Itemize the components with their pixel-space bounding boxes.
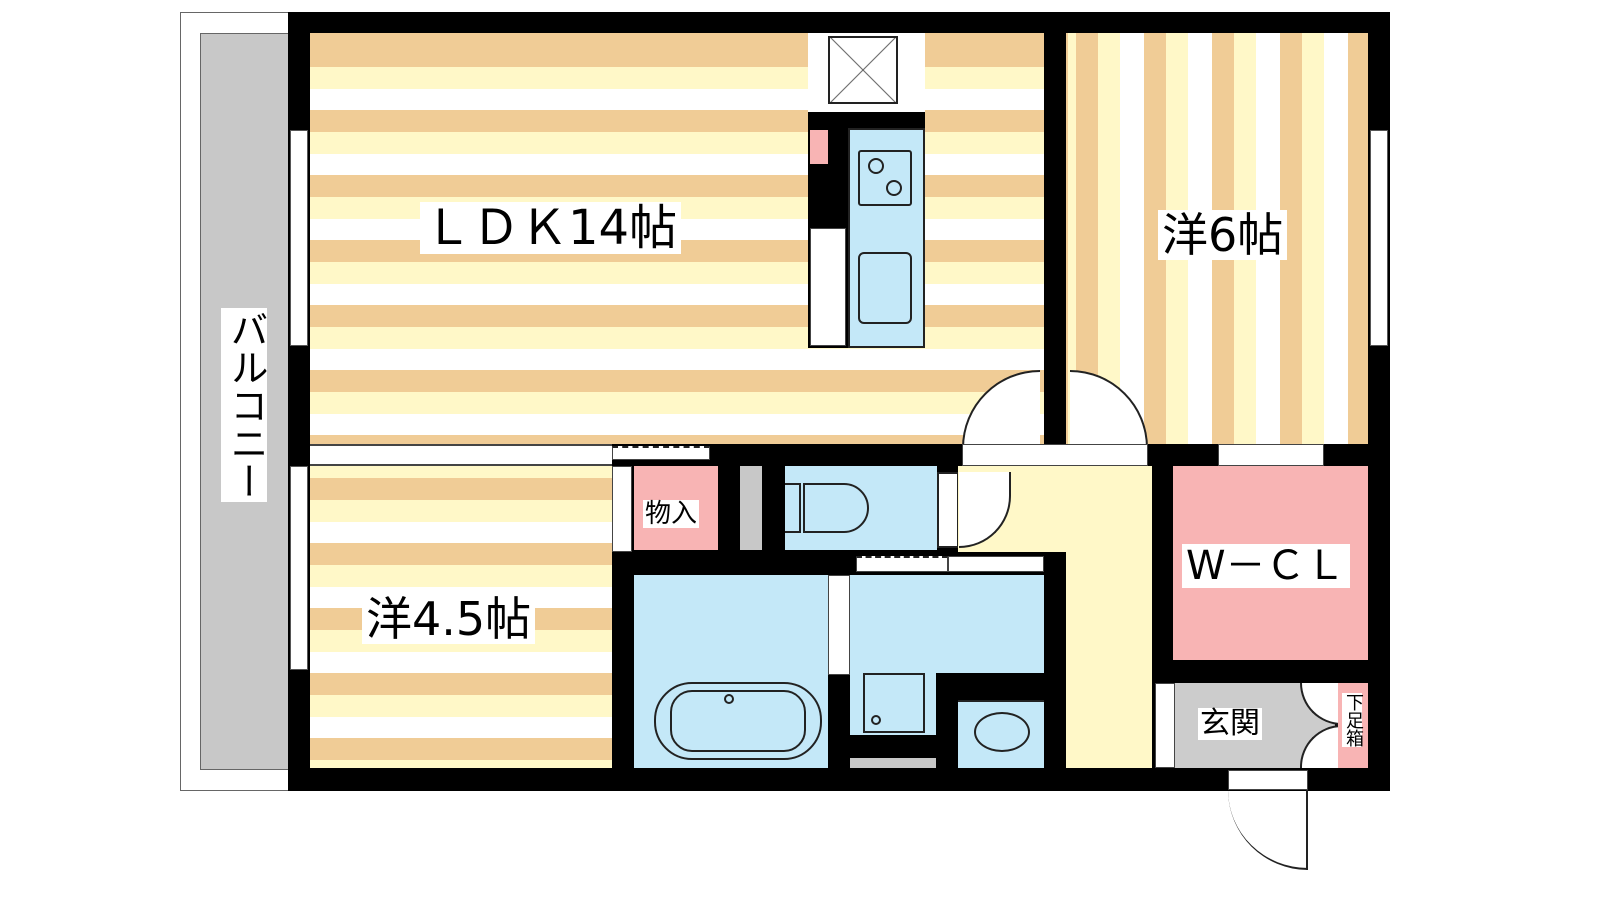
bathtub-inner <box>670 690 806 752</box>
entrance-step <box>1155 683 1175 768</box>
storage-label: 物入 <box>643 499 700 529</box>
storage-sliding-door <box>612 446 710 460</box>
front-door-frame <box>1228 770 1308 790</box>
burner-icon <box>886 180 902 196</box>
burner-icon <box>868 158 884 174</box>
front-door[interactable] <box>1228 790 1308 870</box>
hall-door-frames <box>962 444 1148 466</box>
pipe-space <box>740 466 762 550</box>
washer-pan-icon <box>863 673 925 733</box>
drain-icon <box>724 694 734 704</box>
toilet-door[interactable] <box>937 472 959 548</box>
kitchen-wall <box>808 112 925 128</box>
storage-door[interactable] <box>612 466 632 552</box>
entrance-label: 玄関 <box>1198 706 1262 741</box>
sink-icon <box>858 252 912 324</box>
bathroom-door[interactable] <box>828 575 850 675</box>
sliding-partition <box>310 444 612 466</box>
hallway <box>1066 552 1152 768</box>
washroom-sliding-door[interactable] <box>856 556 948 572</box>
ldk-label: ＬＤＫ14帖 <box>420 202 682 254</box>
toilet-tank-icon <box>785 483 801 533</box>
toilet-bowl-icon <box>803 483 869 533</box>
western45-window <box>290 466 308 670</box>
shoe-box-label: 下足箱 <box>1342 693 1364 747</box>
western6-label: 洋6帖 <box>1158 210 1288 260</box>
bathtub-icon <box>654 682 822 760</box>
wcl-label: W－ＣＬ <box>1182 544 1350 588</box>
western45-label: 洋4.5帖 <box>362 594 536 644</box>
washroom-door-frame <box>948 556 1044 572</box>
drain-icon <box>871 715 881 725</box>
balcony-label: バルコニー <box>221 308 268 502</box>
western6-window <box>1370 130 1388 346</box>
kitchen-pink-panel <box>810 130 828 164</box>
kitchen-counter <box>848 128 925 348</box>
washroom-shelf <box>850 758 936 768</box>
refrigerator-space <box>828 36 898 104</box>
stove-icon <box>858 150 912 206</box>
room-washroom <box>850 575 1044 673</box>
kitchen-counter-white <box>810 228 846 346</box>
western6-closet-opening <box>1218 444 1324 466</box>
washbasin-icon <box>974 712 1030 752</box>
ldk-window <box>290 130 308 346</box>
